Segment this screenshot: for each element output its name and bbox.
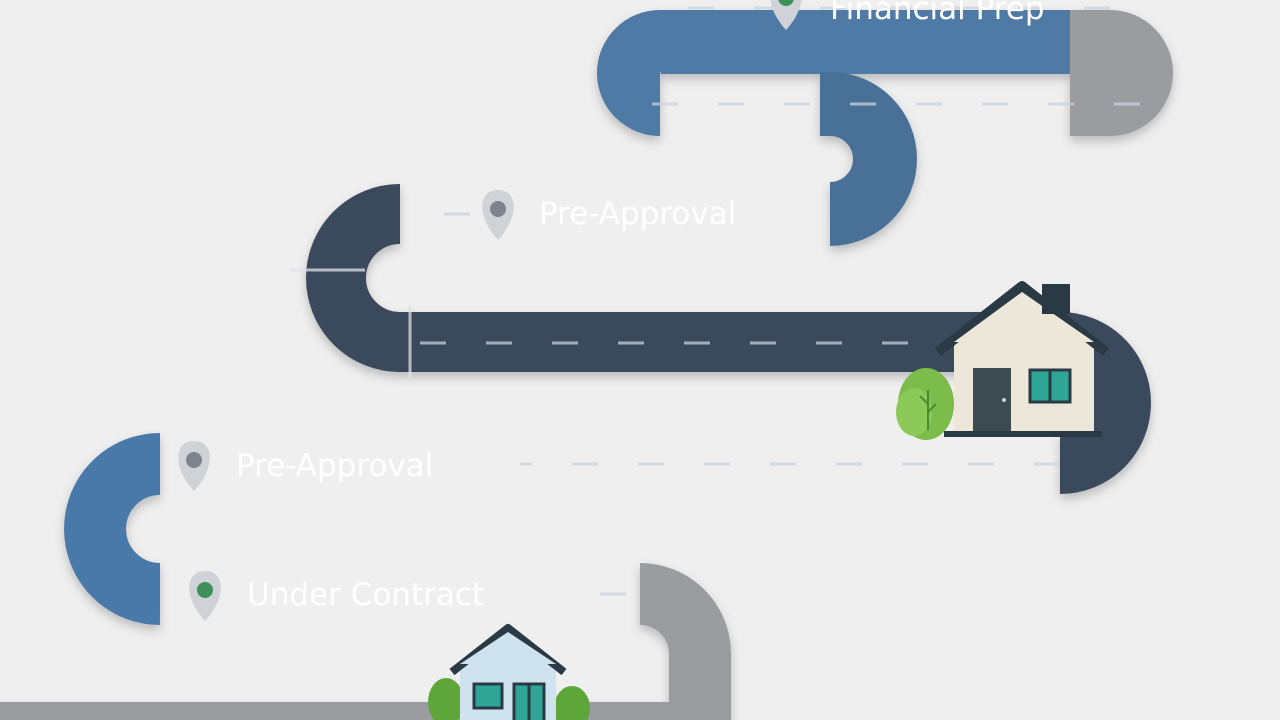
house-icon: [428, 624, 590, 720]
stage-under-contract: Under Contract: [189, 571, 484, 621]
map-pin-icon: [482, 190, 514, 240]
lane-markings: [290, 6, 1140, 596]
map-pin-icon: [178, 441, 210, 491]
stage-label: Pre-Approval: [236, 448, 433, 484]
stage-label: Pre-Approval: [539, 196, 736, 232]
stage-label: Financial Prep: [830, 0, 1045, 27]
road-segment-bend-1: [820, 72, 917, 246]
road-segment-top-right-bend: [1070, 10, 1173, 136]
tree-icon: [896, 368, 954, 440]
house-icon: [896, 281, 1110, 440]
stage-pre-approval-1: Pre-Approval: [482, 190, 736, 240]
map-pin-icon: [189, 571, 221, 621]
road-segment-left-bend-1: [306, 184, 402, 372]
stage-label: Under Contract: [247, 577, 484, 613]
road-segment-bottom-bend: [638, 563, 731, 720]
road-segment-left-bend-2: [64, 433, 162, 625]
stage-financial-prep: Financial Prep: [770, 0, 1045, 30]
tree-icon: [428, 678, 590, 720]
road-segment-financial-prep-top: [597, 10, 1070, 136]
map-pin-icon: [770, 0, 802, 30]
stage-pre-approval-2: Pre-Approval: [178, 441, 433, 491]
